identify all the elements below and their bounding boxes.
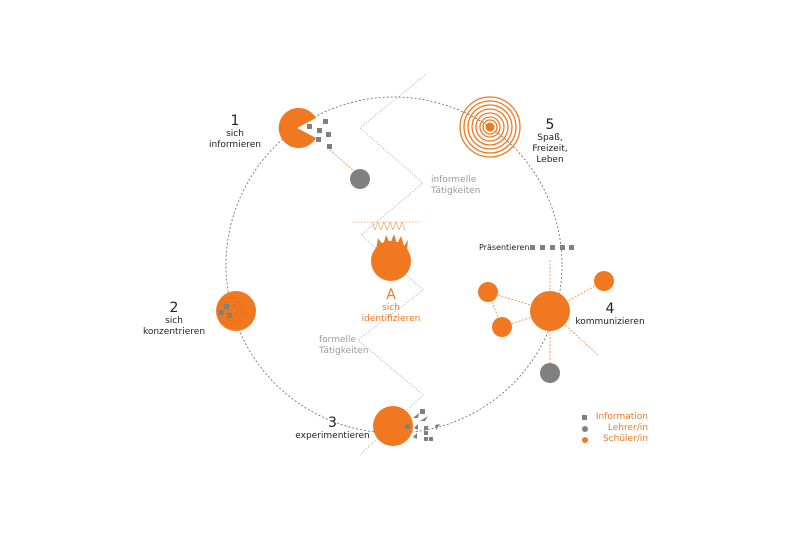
student-concentrate bbox=[216, 291, 256, 331]
node-number: 5 bbox=[545, 117, 555, 133]
node-1-label: 1 sich informieren bbox=[205, 114, 265, 151]
label-line: Tätigkeiten bbox=[319, 346, 369, 356]
informal-activities-label: informelle Tätigkeiten bbox=[431, 175, 480, 197]
node-3-label: 3 experimentieren bbox=[290, 416, 375, 442]
pacman-student bbox=[278, 108, 316, 148]
information-squares-1 bbox=[307, 119, 332, 149]
center-letter: A bbox=[386, 287, 396, 303]
legend-item-student: Schüler/in bbox=[582, 434, 648, 445]
node-number: 3 bbox=[328, 415, 337, 431]
presenting-squares bbox=[530, 245, 574, 250]
cycle-circle bbox=[225, 96, 563, 434]
node-number: 4 bbox=[605, 301, 615, 317]
node-number: 1 bbox=[230, 113, 240, 129]
legend-item-teacher: Lehrer/in bbox=[582, 423, 648, 434]
circle-icon bbox=[582, 436, 588, 443]
student-identify bbox=[371, 241, 411, 281]
circle-icon bbox=[582, 425, 588, 432]
node-number: 2 bbox=[169, 300, 179, 316]
zigzag-line bbox=[357, 74, 426, 456]
center-text: sich bbox=[382, 303, 400, 313]
teacher-circle-1 bbox=[350, 169, 370, 189]
formal-activities-label: formelle Tätigkeiten bbox=[319, 335, 368, 357]
legend-label: Information bbox=[595, 412, 648, 422]
legend: Information Lehrer/in Schüler/in bbox=[582, 412, 648, 445]
square-icon bbox=[582, 415, 587, 420]
node-text: Freizeit, bbox=[532, 144, 568, 154]
presenting-label: Präsentieren bbox=[479, 243, 530, 252]
legend-label: Schüler/in bbox=[602, 434, 648, 444]
node-text: kommunizieren bbox=[575, 317, 645, 327]
node-text: Leben bbox=[536, 155, 564, 165]
label-line: informelle bbox=[431, 175, 477, 185]
teacher-circle-4 bbox=[540, 363, 560, 383]
legend-label: Lehrer/in bbox=[607, 423, 648, 433]
center-label: A sich identifizieren bbox=[356, 288, 426, 325]
label-line: Tätigkeiten bbox=[431, 186, 481, 196]
node-4-label: 4 kommunizieren bbox=[572, 302, 648, 328]
node-text: experimentieren bbox=[295, 431, 370, 441]
node-text: Spaß, bbox=[537, 133, 563, 143]
node-5-label: 5 Spaß, Freizeit, Leben bbox=[520, 118, 580, 166]
information-fragments-3 bbox=[405, 409, 440, 441]
node-text: sich informieren bbox=[209, 129, 261, 150]
label-line: formelle bbox=[319, 335, 357, 345]
center-text: identifizieren bbox=[361, 314, 421, 324]
legend-item-information: Information bbox=[582, 412, 648, 423]
student-experiment bbox=[373, 406, 413, 446]
concentric-rings-5 bbox=[459, 96, 521, 158]
